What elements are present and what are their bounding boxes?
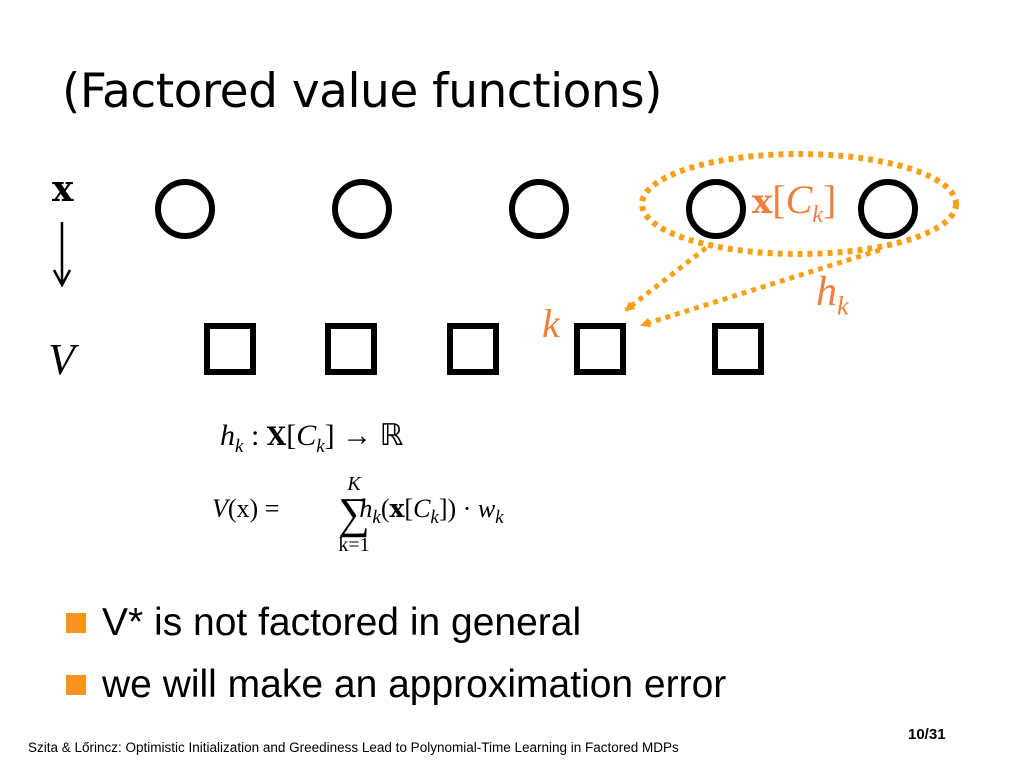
value-square-3 xyxy=(447,323,499,375)
value-square-5 xyxy=(712,323,764,375)
value-decomposition-equation: V(x) =hk(x[Ck]) · wk xyxy=(212,494,504,529)
local-function-definition: hk : X[Ck] → ℝ xyxy=(220,419,404,457)
bullet-list: V* is not factored in general we will ma… xyxy=(62,596,726,720)
footer-citation: Szita & Lőrincz: Optimistic Initializati… xyxy=(28,740,679,755)
state-circle-2 xyxy=(332,179,392,239)
cluster-scope-label: x[Ck] xyxy=(752,177,837,228)
value-square-2 xyxy=(325,323,377,375)
page-number: 10/31 xyxy=(908,726,946,743)
index-k-label: k xyxy=(542,301,560,346)
value-function-label: V xyxy=(48,335,75,384)
square-bullet-icon xyxy=(66,613,86,633)
local-function-label: hk xyxy=(816,269,849,321)
square-bullet-icon xyxy=(66,675,86,695)
value-square-1 xyxy=(204,323,256,375)
state-circle-5 xyxy=(858,179,918,239)
state-circle-1 xyxy=(155,179,215,239)
scope-ellipse xyxy=(639,151,959,257)
dotted-arrow-to-k xyxy=(624,246,708,312)
state-circle-4 xyxy=(686,179,746,239)
state-circle-3 xyxy=(509,179,569,239)
down-arrow-icon xyxy=(52,222,72,288)
summation-sign: K ∑ k=1 xyxy=(338,473,370,556)
bullet-item: V* is not factored in general xyxy=(62,596,726,658)
state-variable-label: x xyxy=(52,168,74,210)
bullet-item: we will make an approximation error xyxy=(62,658,726,720)
dotted-arrow-to-square xyxy=(640,247,881,328)
slide-title: (Factored value functions) xyxy=(62,64,663,119)
value-square-4 xyxy=(574,323,626,375)
